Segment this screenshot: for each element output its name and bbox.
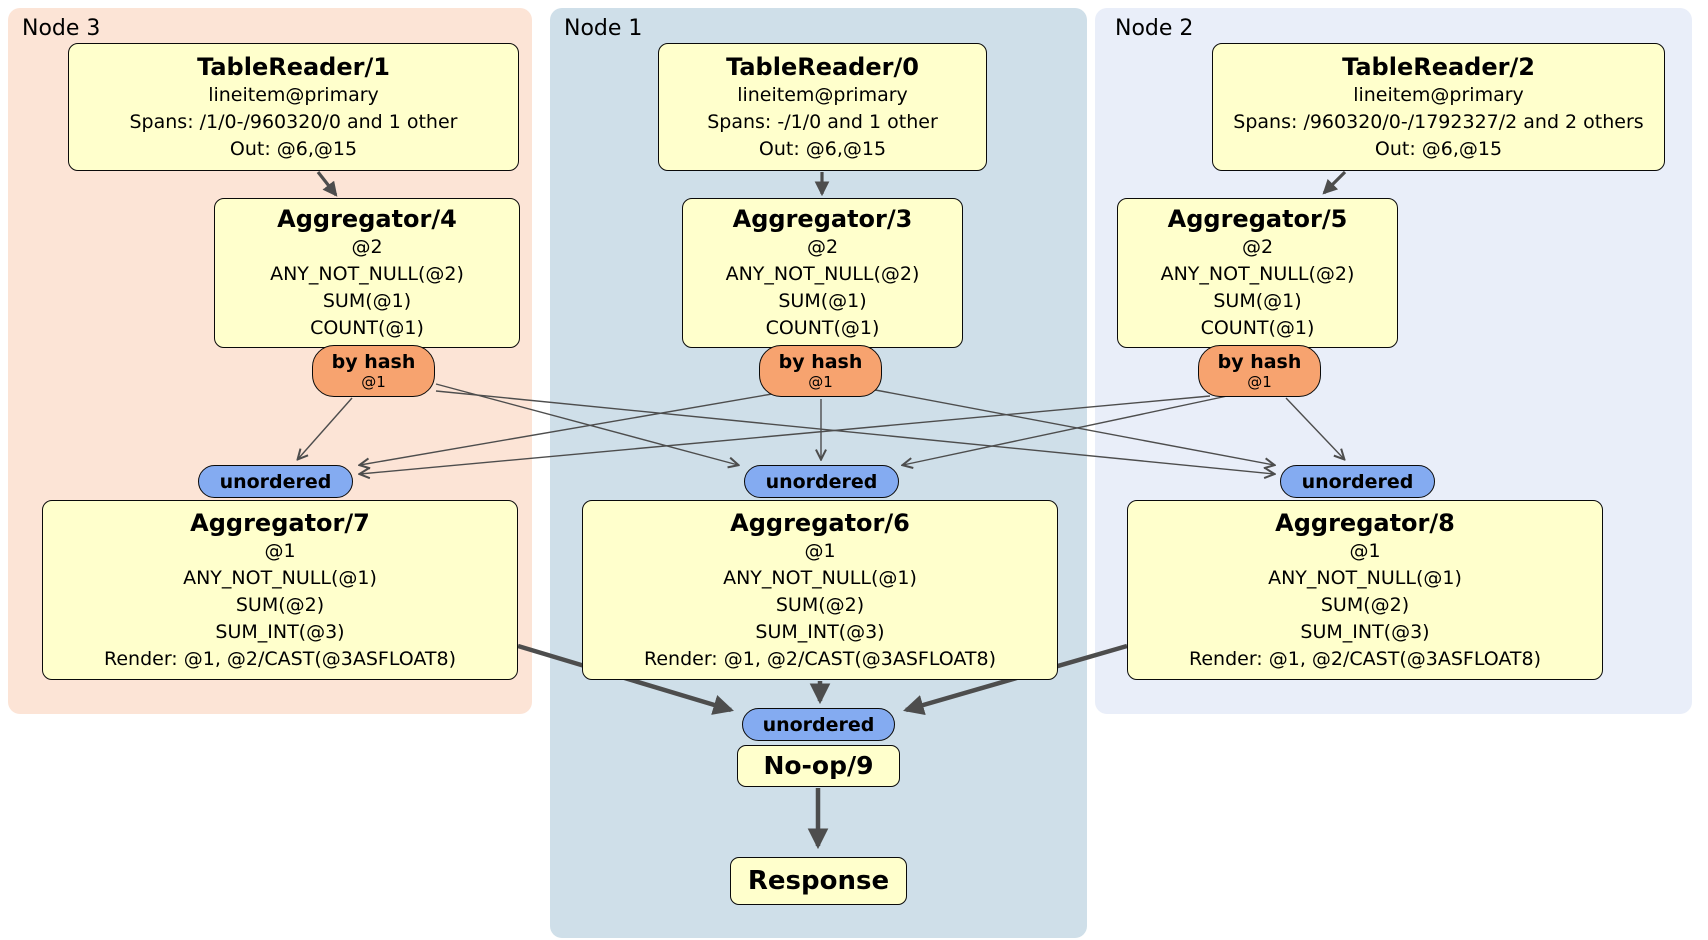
aggregator-3-fn1: ANY_NOT_NULL(@2) [725,263,920,285]
byhash-router-node2-label: by hash [1217,351,1302,373]
aggregator-7-groupcols: @1 [264,539,296,562]
aggregator-6-groupcols: @1 [804,539,836,562]
aggregator-4-fn2: SUM(@1) [322,290,412,312]
region-label-node2: Node 2 [1115,16,1194,41]
byhash-router-node1-detail: @1 [808,373,833,391]
box-noop-9: No-op/9 [737,745,900,787]
edge-byhash-node2-unordered-node1 [903,394,1233,465]
byhash-router-node2: by hash @1 [1198,345,1321,397]
edge-byhash-node3-unordered-node1 [435,383,738,465]
edge-byhash-node1-unordered-node2 [869,388,1274,465]
aggregator-4-fn3: COUNT(@1) [310,317,424,339]
aggregator-4-fn1: ANY_NOT_NULL(@2) [270,263,464,285]
unordered-sync-node2-label: unordered [1301,470,1414,493]
aggregator-6-title: Aggregator/6 [730,508,910,537]
aggregator-6-render: Render: @1, @2/CAST(@3ASFLOAT8) [644,647,996,670]
aggregator-5-fn3: COUNT(@1) [1200,317,1315,339]
byhash-router-node3-label: by hash [331,351,416,373]
tablereader-1-out: Out: @6,@15 [229,137,358,160]
aggregator-3-fn2: SUM(@1) [778,290,867,312]
aggregator-7-fn3: SUM_INT(@3) [215,620,345,643]
tablereader-2-title: TableReader/2 [1342,52,1535,81]
tablereader-0-out: Out: @6,@15 [758,137,887,160]
edge-byhash-node3-unordered-node2 [435,390,1274,474]
edge-byhash-node2-unordered-node3 [360,395,1211,474]
aggregator-7-fn1: ANY_NOT_NULL(@1) [183,566,377,589]
unordered-sync-final: unordered [742,708,895,741]
box-aggregator-4: Aggregator/4 @2 ANY_NOT_NULL(@2) SUM(@1)… [214,198,520,348]
aggregator-7-render: Render: @1, @2/CAST(@3ASFLOAT8) [104,647,456,670]
box-aggregator-3: Aggregator/3 @2 ANY_NOT_NULL(@2) SUM(@1)… [682,198,963,348]
aggregator-7-fn2: SUM(@2) [235,593,325,616]
aggregator-6-fn1: ANY_NOT_NULL(@1) [723,566,917,589]
aggregator-3-title: Aggregator/3 [732,205,913,233]
byhash-router-node1-label: by hash [778,351,863,373]
aggregator-8-title: Aggregator/8 [1275,508,1455,537]
aggregator-8-fn3: SUM_INT(@3) [1300,620,1430,643]
byhash-router-node3-detail: @1 [361,373,386,391]
tablereader-0-index: lineitem@primary [737,83,908,106]
tablereader-0-title: TableReader/0 [726,52,919,81]
unordered-sync-node2: unordered [1280,465,1435,498]
aggregator-5-fn1: ANY_NOT_NULL(@2) [1160,263,1355,285]
edge-byhash-node1-unordered-node3 [360,393,773,465]
aggregator-3-fn3: COUNT(@1) [765,317,880,339]
aggregator-7-title: Aggregator/7 [190,508,370,537]
unordered-sync-node1-label: unordered [765,470,878,493]
byhash-router-node2-detail: @1 [1247,373,1272,391]
tablereader-1-index: lineitem@primary [208,83,379,106]
aggregator-3-groupcols: @2 [806,236,839,258]
aggregator-8-fn1: ANY_NOT_NULL(@1) [1268,566,1462,589]
aggregator-4-title: Aggregator/4 [277,205,457,233]
aggregator-8-render: Render: @1, @2/CAST(@3ASFLOAT8) [1189,647,1541,670]
tablereader-1-spans: Spans: /1/0-/960320/0 and 1 other [129,110,458,133]
noop-9-title: No-op/9 [763,751,874,780]
box-aggregator-5: Aggregator/5 @2 ANY_NOT_NULL(@2) SUM(@1)… [1117,198,1398,348]
unordered-sync-node1: unordered [744,465,899,498]
byhash-router-node1: by hash @1 [759,345,882,397]
aggregator-4-groupcols: @2 [351,236,383,258]
box-response: Response [730,857,907,905]
box-tablereader-2: TableReader/2 lineitem@primary Spans: /9… [1212,43,1665,171]
unordered-sync-node3-label: unordered [219,470,332,493]
edge-byhash-node2-unordered-node2 [1285,397,1344,459]
aggregator-8-fn2: SUM(@2) [1320,593,1410,616]
edge-byhash-node3-unordered-node3 [298,397,353,459]
edge-tablereader2-aggregator5 [1322,170,1347,195]
box-aggregator-6: Aggregator/6 @1 ANY_NOT_NULL(@1) SUM(@2)… [582,500,1058,680]
aggregator-5-fn2: SUM(@1) [1213,290,1302,312]
region-label-node1: Node 1 [564,16,643,41]
tablereader-2-spans: Spans: /960320/0-/1792327/2 and 2 others [1233,110,1644,133]
aggregator-6-fn3: SUM_INT(@3) [755,620,885,643]
tablereader-0-spans: Spans: -/1/0 and 1 other [707,110,938,133]
aggregator-5-title: Aggregator/5 [1167,205,1348,233]
aggregator-5-groupcols: @2 [1241,236,1274,258]
aggregator-8-groupcols: @1 [1349,539,1381,562]
byhash-router-node3: by hash @1 [312,345,435,397]
response-title: Response [747,866,890,896]
box-tablereader-0: TableReader/0 lineitem@primary Spans: -/… [658,43,987,171]
aggregator-6-fn2: SUM(@2) [775,593,865,616]
box-tablereader-1: TableReader/1 lineitem@primary Spans: /1… [68,43,519,171]
box-aggregator-7: Aggregator/7 @1 ANY_NOT_NULL(@1) SUM(@2)… [42,500,518,680]
unordered-sync-final-label: unordered [762,713,875,736]
tablereader-2-out: Out: @6,@15 [1374,137,1503,160]
edge-tablereader1-aggregator4 [316,171,338,197]
tablereader-1-title: TableReader/1 [197,52,390,81]
tablereader-2-index: lineitem@primary [1353,83,1524,106]
box-aggregator-8: Aggregator/8 @1 ANY_NOT_NULL(@1) SUM(@2)… [1127,500,1603,680]
region-label-node3: Node 3 [22,16,101,41]
unordered-sync-node3: unordered [198,465,353,498]
